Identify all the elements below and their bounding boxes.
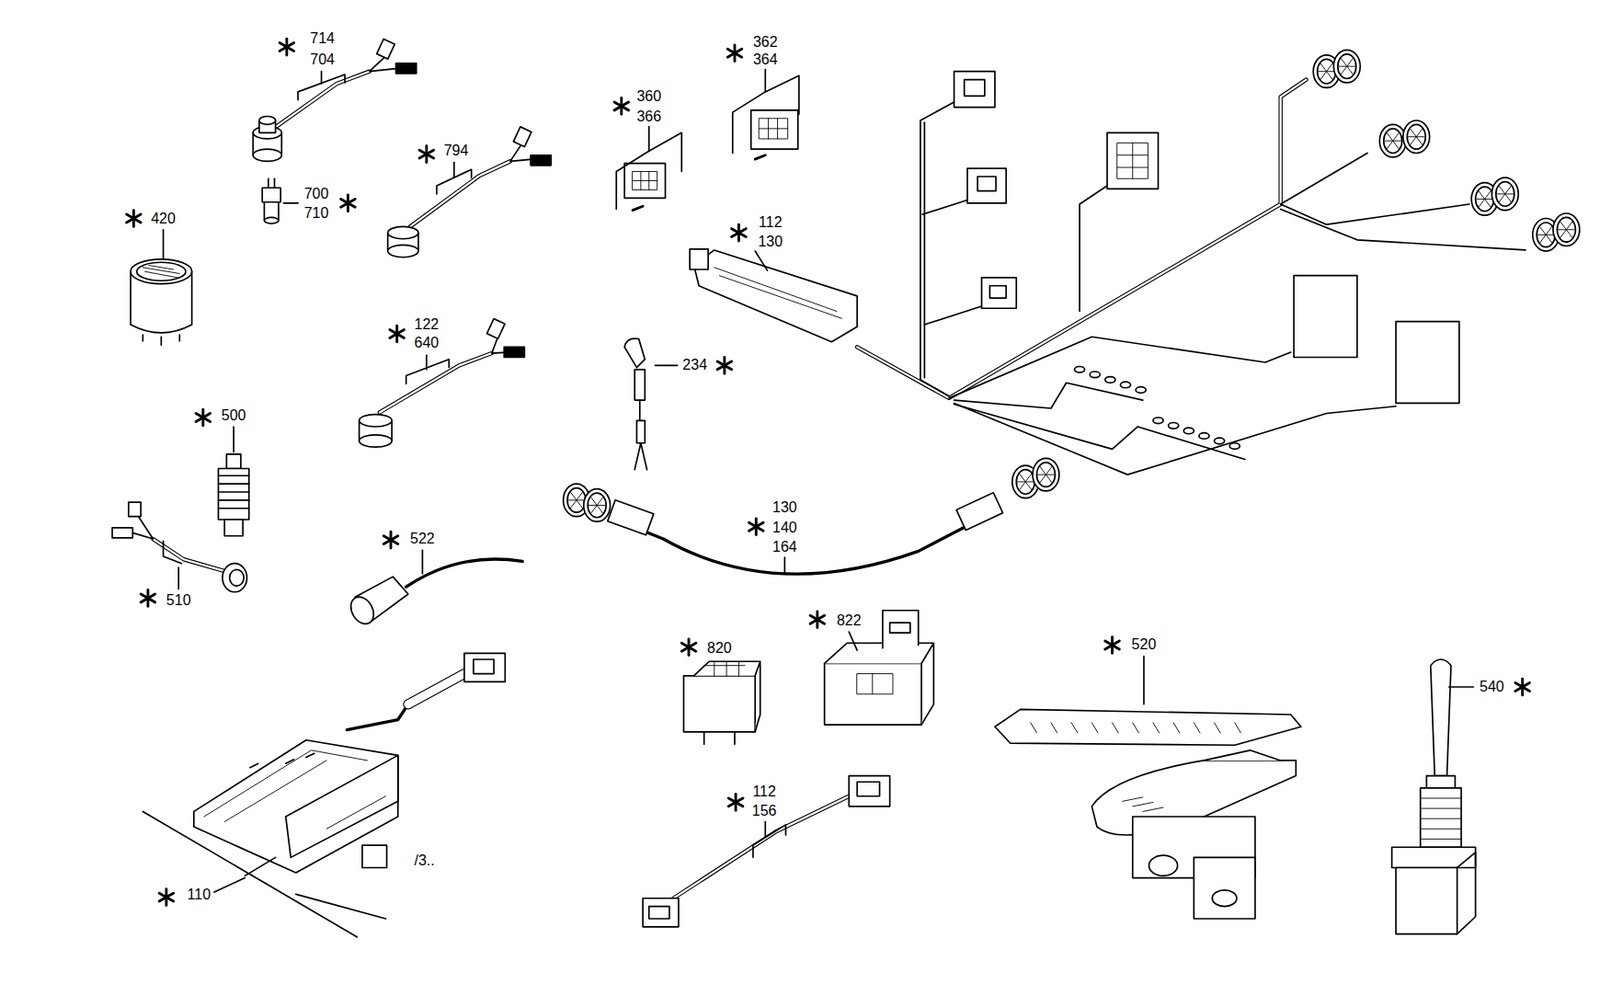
callout-number: 362 bbox=[753, 34, 778, 50]
callout-number: 112 bbox=[752, 784, 777, 800]
callout-number: 822 bbox=[836, 613, 862, 629]
callout-number: 710 bbox=[304, 205, 330, 221]
callout-number: 140 bbox=[772, 520, 798, 536]
callout-number: 110 bbox=[187, 887, 212, 903]
callout-number: 156 bbox=[752, 803, 778, 819]
callout-number: 122 bbox=[413, 317, 439, 332]
callout-number: 510 bbox=[166, 593, 192, 608]
callout-number: /3.. bbox=[414, 853, 435, 869]
callout-number: 794 bbox=[444, 143, 469, 159]
callout-number: 820 bbox=[707, 640, 732, 656]
callout-number: 130 bbox=[757, 234, 783, 250]
callout-number: 700 bbox=[304, 186, 330, 202]
callout-number: 366 bbox=[636, 109, 662, 125]
callout-number: 234 bbox=[682, 357, 708, 373]
callout-number: 112 bbox=[758, 215, 783, 230]
asterisk-marks bbox=[126, 38, 1531, 905]
callout-number: 640 bbox=[413, 335, 439, 351]
callout-number: 704 bbox=[309, 52, 335, 68]
callout-number: 714 bbox=[309, 31, 335, 46]
callout-number: 164 bbox=[772, 539, 798, 555]
callout-number: 364 bbox=[753, 52, 778, 68]
callout-number: 360 bbox=[636, 89, 662, 104]
callout-number: 420 bbox=[150, 211, 176, 227]
callout-number: 130 bbox=[772, 500, 798, 515]
callout-number: 500 bbox=[221, 408, 247, 423]
callout-number: 540 bbox=[1479, 679, 1505, 695]
callout-number: 520 bbox=[1131, 637, 1157, 652]
wiring-harness bbox=[689, 49, 1580, 475]
callout-number: 522 bbox=[410, 531, 435, 547]
